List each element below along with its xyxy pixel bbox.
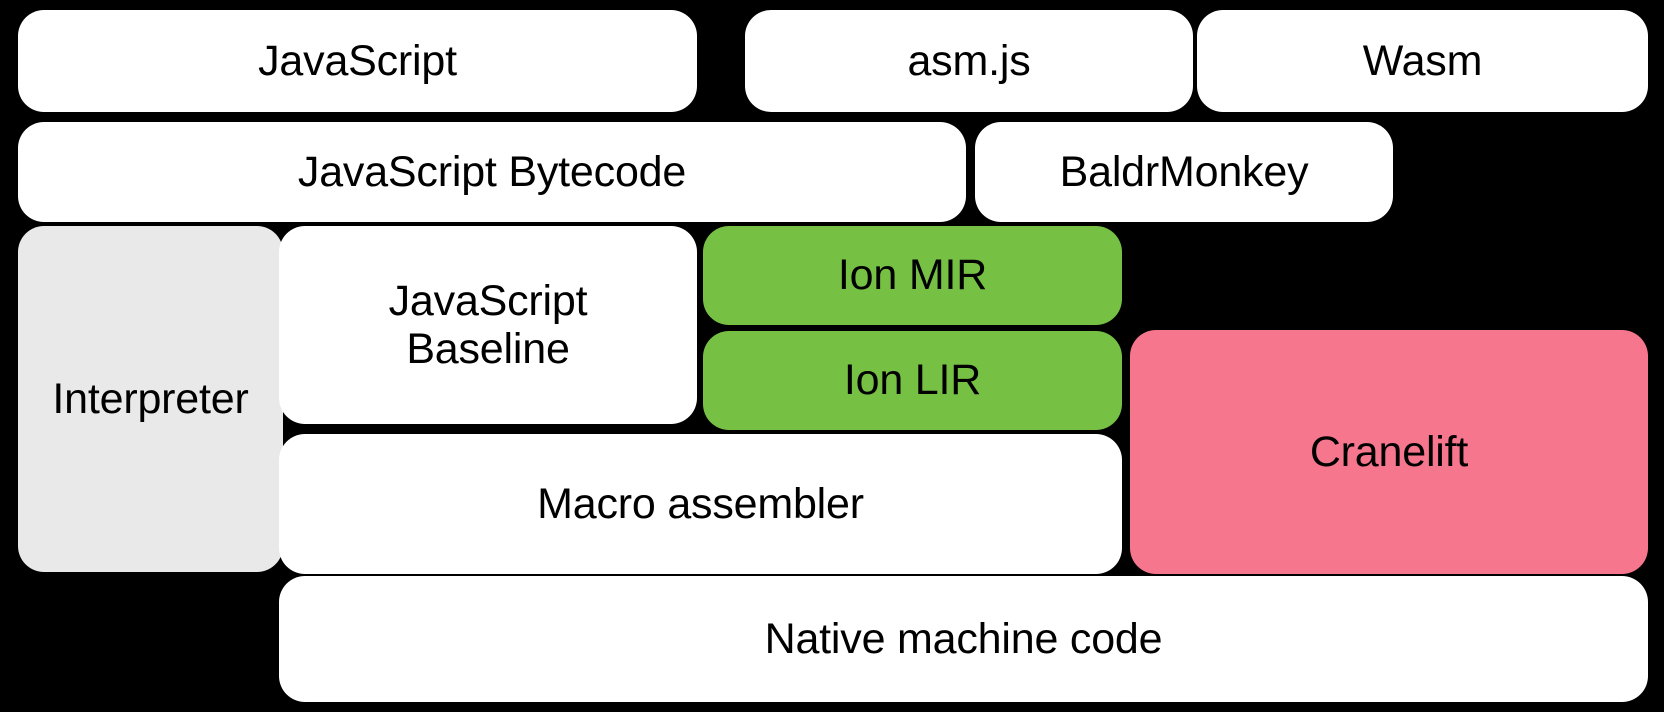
node-baldrmonkey[interactable]: BaldrMonkey (975, 122, 1393, 222)
node-ion-mir[interactable]: Ion MIR (703, 226, 1122, 325)
node-native-machine-code[interactable]: Native machine code (279, 576, 1648, 702)
node-javascript-baseline[interactable]: JavaScript Baseline (279, 226, 697, 424)
node-javascript-bytecode[interactable]: JavaScript Bytecode (18, 122, 966, 222)
node-asm-js[interactable]: asm.js (745, 10, 1193, 112)
node-macro-assembler[interactable]: Macro assembler (279, 434, 1122, 574)
node-cranelift[interactable]: Cranelift (1130, 330, 1648, 574)
node-javascript[interactable]: JavaScript (18, 10, 697, 112)
node-interpreter[interactable]: Interpreter (18, 226, 283, 572)
node-ion-lir[interactable]: Ion LIR (703, 331, 1122, 430)
node-wasm[interactable]: Wasm (1197, 10, 1648, 112)
